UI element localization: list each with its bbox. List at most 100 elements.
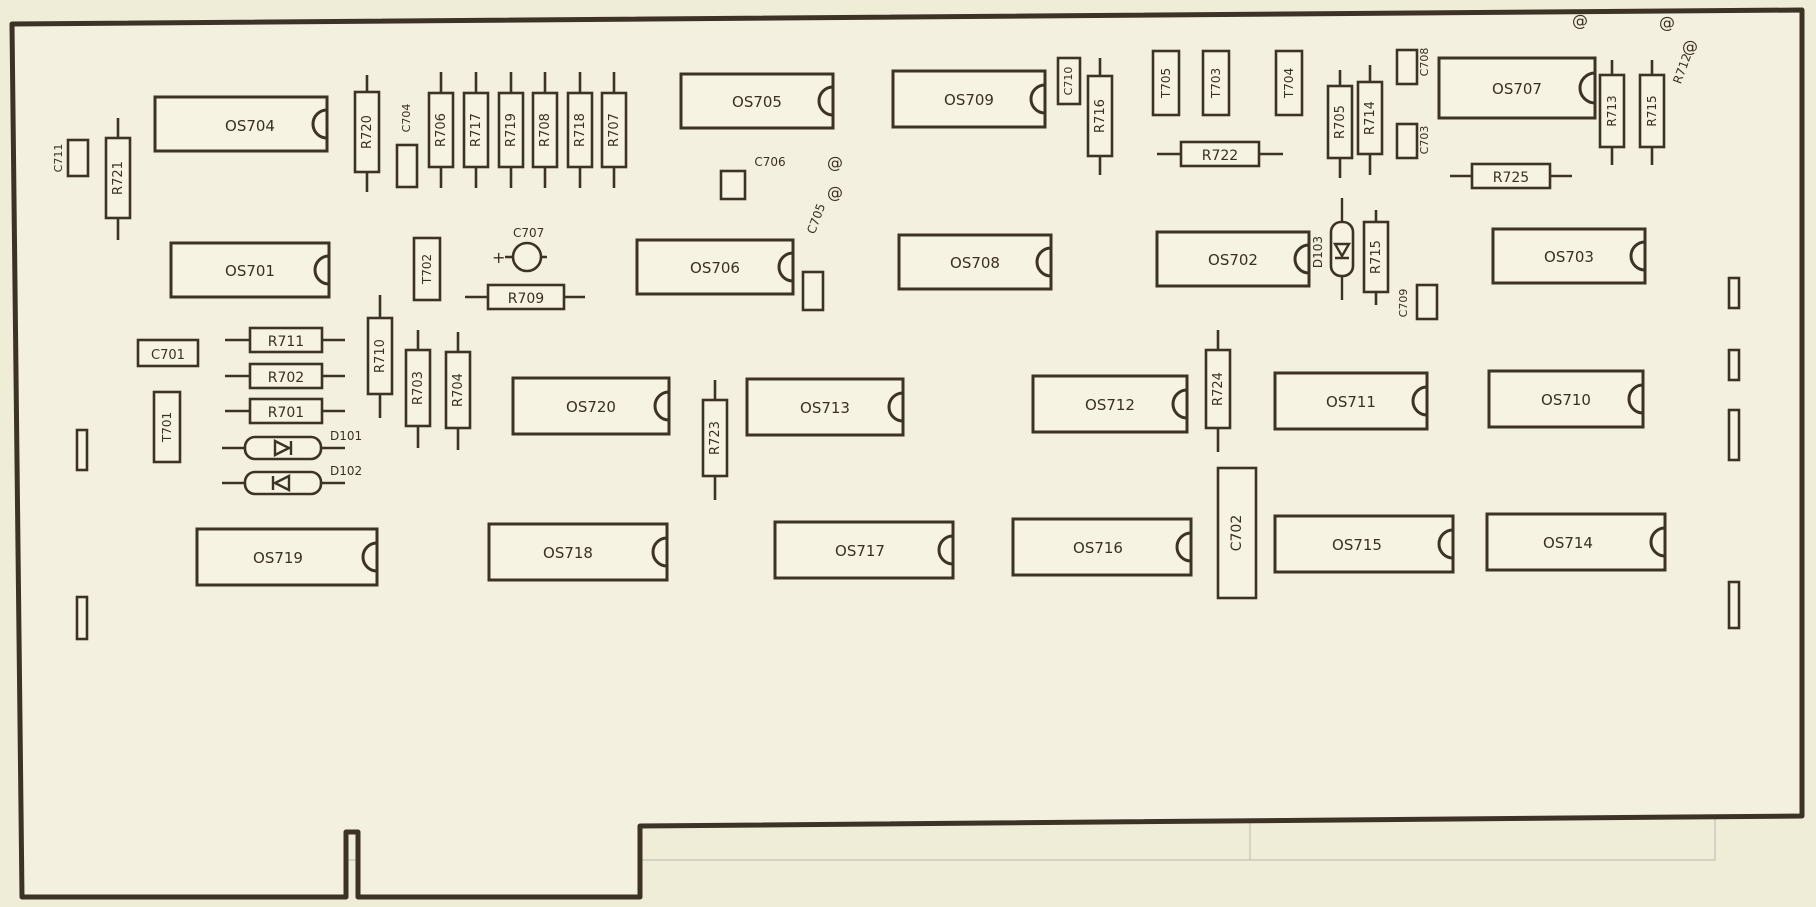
svg-text:R716: R716 [1093, 99, 1108, 133]
capacitor-c708: C708 [1395, 48, 1431, 86]
ic-os714: OS714 [1485, 512, 1667, 572]
ic-label: OS710 [1541, 391, 1591, 409]
ic-label: OS708 [950, 254, 1000, 272]
svg-text:+: + [492, 248, 505, 267]
svg-text:C706: C706 [754, 155, 785, 169]
svg-text:R717: R717 [469, 113, 484, 147]
resistor-r715-top: R715 [1638, 60, 1666, 165]
resistor-r707: R707 [600, 72, 628, 188]
svg-text:R722: R722 [1202, 148, 1238, 164]
ic-os701: OS701 [169, 241, 331, 299]
resistor-r713: R713 [1598, 60, 1626, 165]
ic-label: OS715 [1332, 536, 1382, 554]
transistors: T705 T703 T704 T702 T701 [152, 49, 1304, 464]
capacitor-c704: C704 [395, 104, 419, 189]
diodes: D101 D102 D103 [222, 198, 1355, 496]
ref-marks: @ @ @ @ @ [827, 11, 1698, 202]
svg-text:R711: R711 [268, 334, 304, 350]
svg-text:C709: C709 [1397, 289, 1410, 318]
resistors-vertical: R720 R706 R717 R719 R708 R718 R707 R721 … [104, 58, 1666, 500]
resistor-r702: R702 [225, 362, 345, 390]
ic-os712: OS712 [1031, 374, 1189, 434]
ic-os711: OS711 [1273, 371, 1429, 431]
resistor-r716: R716 [1086, 58, 1114, 175]
svg-text:R713: R713 [1605, 95, 1619, 126]
svg-text:R720: R720 [360, 115, 375, 149]
svg-text:R706: R706 [434, 113, 449, 147]
ic-chips: OS704 OS705 OS709 OS707 OS701 OS706 OS70… [153, 56, 1667, 587]
svg-text:R721: R721 [111, 161, 126, 195]
svg-text:R715: R715 [1645, 95, 1659, 126]
capacitors: C711 C704 C710 C708 C703 C706 C705 C709 … [52, 48, 1439, 600]
transistor-t705: T705 [1151, 49, 1181, 117]
ref-mark: @ [827, 183, 843, 202]
svg-text:R701: R701 [268, 405, 304, 421]
capacitor-c707: C707 + [492, 226, 547, 273]
ic-os717: OS717 [773, 520, 955, 580]
ic-os713: OS713 [745, 377, 905, 437]
resistor-r725: R725 [1450, 162, 1572, 190]
transistor-t704: T704 [1274, 49, 1304, 117]
svg-text:R724: R724 [1211, 372, 1226, 406]
slot-right-3 [1727, 408, 1741, 462]
capacitor-c711: C711 [52, 138, 90, 178]
edge-slots [75, 276, 1741, 641]
diode-d102: D102 [222, 464, 362, 496]
svg-text:C703: C703 [1418, 126, 1431, 155]
resistors-horizontal: R722 R725 R709 R711 R702 R701 R712 [225, 52, 1694, 425]
svg-text:R723: R723 [708, 421, 723, 455]
ic-label: OS713 [800, 399, 850, 417]
slot-right-2 [1727, 348, 1741, 382]
resistor-r706: R706 [427, 72, 455, 188]
capacitor-c701: C701 [136, 338, 200, 368]
slot-left-upper [75, 428, 89, 472]
ic-label: OS701 [225, 262, 275, 280]
ic-os704: OS704 [153, 95, 329, 153]
resistor-r718: R718 [566, 72, 594, 188]
ic-label: OS719 [253, 549, 303, 567]
resistor-r722: R722 [1157, 140, 1283, 168]
svg-text:R703: R703 [411, 371, 426, 405]
ic-os707: OS707 [1437, 56, 1597, 120]
capacitor-c710: C710 [1056, 56, 1082, 106]
svg-text:C711: C711 [52, 144, 65, 173]
ic-os709: OS709 [891, 69, 1047, 129]
transistor-t701: T701 [152, 390, 182, 464]
resistor-r704: R704 [444, 332, 472, 450]
resistor-r720: R720 [353, 75, 381, 192]
ref-mark: @ [1659, 13, 1675, 32]
svg-text:R704: R704 [451, 373, 466, 407]
svg-text:C710: C710 [1062, 67, 1075, 96]
svg-text:C707: C707 [513, 226, 544, 240]
svg-text:D103: D103 [1311, 236, 1325, 268]
ic-os719: OS719 [195, 527, 379, 587]
svg-text:R708: R708 [538, 113, 553, 147]
ic-os702: OS702 [1155, 230, 1311, 288]
svg-text:R709: R709 [508, 291, 544, 307]
resistor-r709: R709 [465, 283, 585, 311]
svg-text:R705: R705 [1333, 105, 1348, 139]
ref-mark: @ [827, 153, 843, 172]
capacitor-c709: C709 [1397, 283, 1439, 321]
ic-label: OS717 [835, 542, 885, 560]
svg-text:R719: R719 [504, 113, 519, 147]
svg-text:C704: C704 [400, 104, 413, 133]
resistor-r724: R724 [1204, 330, 1232, 452]
ic-label: OS718 [543, 544, 593, 562]
svg-text:C702: C702 [1229, 515, 1245, 552]
ref-mark: @ [1682, 37, 1698, 56]
ic-label: OS716 [1073, 539, 1123, 557]
svg-text:R710: R710 [373, 339, 388, 373]
svg-text:D101: D101 [330, 429, 362, 443]
ic-os705: OS705 [679, 72, 835, 130]
resistor-r710: R710 [366, 295, 394, 418]
svg-text:T701: T701 [160, 412, 174, 443]
ic-label: OS705 [732, 93, 782, 111]
ic-os716: OS716 [1011, 517, 1193, 577]
svg-text:R718: R718 [573, 113, 588, 147]
resistor-r721: R721 [104, 118, 132, 240]
resistor-r708: R708 [531, 72, 559, 188]
resistor-r714: R714 [1356, 65, 1384, 175]
svg-text:T704: T704 [1282, 68, 1296, 99]
